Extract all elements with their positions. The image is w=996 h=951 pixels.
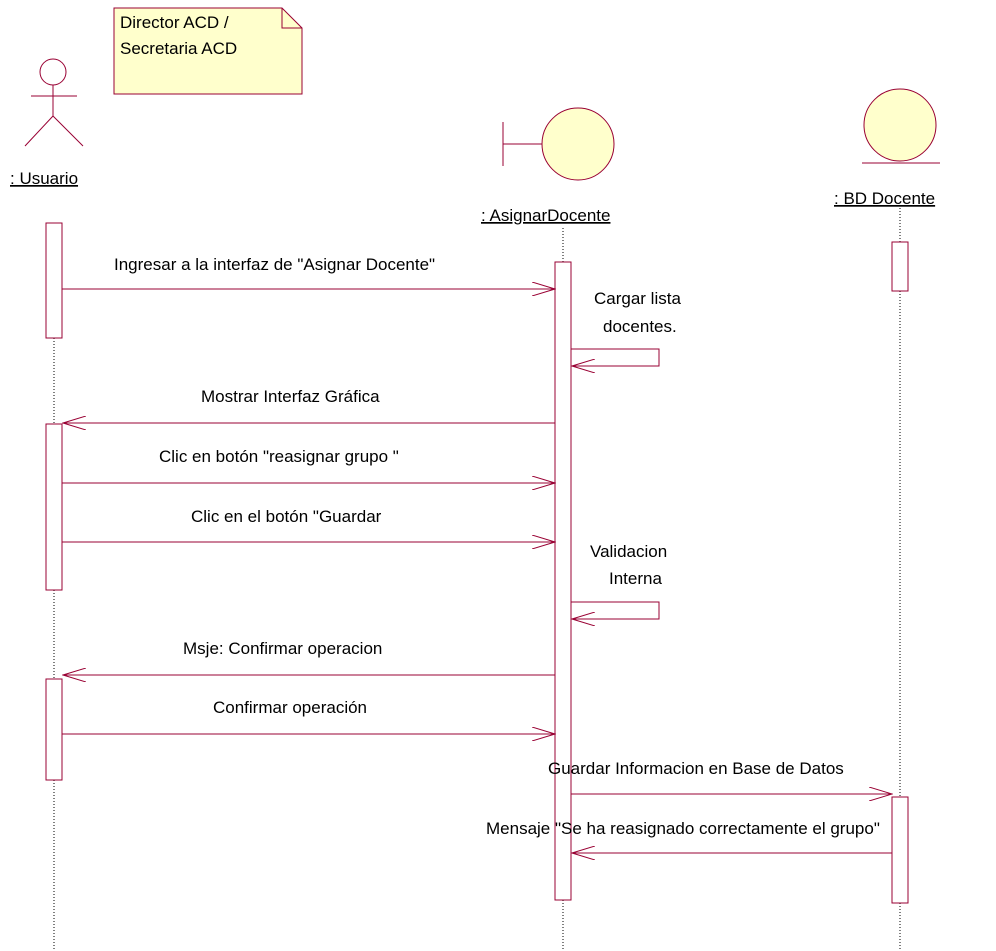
message-m9: Guardar Informacion en Base de Datos — [548, 759, 844, 778]
activation-bd-1 — [891, 241, 909, 292]
message-m8: Confirmar operación — [213, 698, 367, 717]
message-m1: Ingresar a la interfaz de "Asignar Docen… — [114, 255, 435, 274]
activation-usuario-2 — [45, 423, 63, 591]
message-arrows — [62, 289, 892, 853]
message-m6-line1: Validacion — [590, 542, 667, 561]
message-m2-line2: docentes. — [603, 317, 677, 336]
activation-usuario-3 — [45, 678, 63, 781]
message-m4: Clic en botón "reasignar grupo " — [159, 447, 399, 466]
note-line-1: Director ACD / — [120, 13, 229, 32]
note-line-2: Secretaria ACD — [120, 39, 237, 58]
entity-icon — [862, 88, 940, 164]
message-m2-line1: Cargar lista — [594, 289, 681, 308]
arrow-m6-self — [571, 601, 660, 619]
arrow-m2-self — [571, 348, 660, 366]
message-m5: Clic en el botón "Guardar — [191, 507, 382, 526]
activations — [45, 222, 909, 904]
participant-usuario: : Usuario — [10, 169, 78, 188]
activation-asignar — [554, 261, 572, 901]
activation-bd-2 — [891, 796, 909, 904]
message-m10: Mensaje "Se ha reasignado correctamente … — [486, 819, 880, 838]
message-m3: Mostrar Interfaz Gráfica — [201, 387, 380, 406]
actor-icon — [24, 58, 84, 147]
lifelines — [53, 208, 901, 951]
note: Director ACD / Secretaria ACD — [113, 7, 303, 95]
participant-asignar-docente: : AsignarDocente — [481, 206, 610, 225]
activation-usuario-1 — [45, 222, 63, 339]
participant-bd-docente: : BD Docente — [834, 189, 935, 208]
message-m7: Msje: Confirmar operacion — [183, 639, 382, 658]
boundary-icon — [502, 107, 615, 181]
message-m6-line2: Interna — [609, 569, 662, 588]
